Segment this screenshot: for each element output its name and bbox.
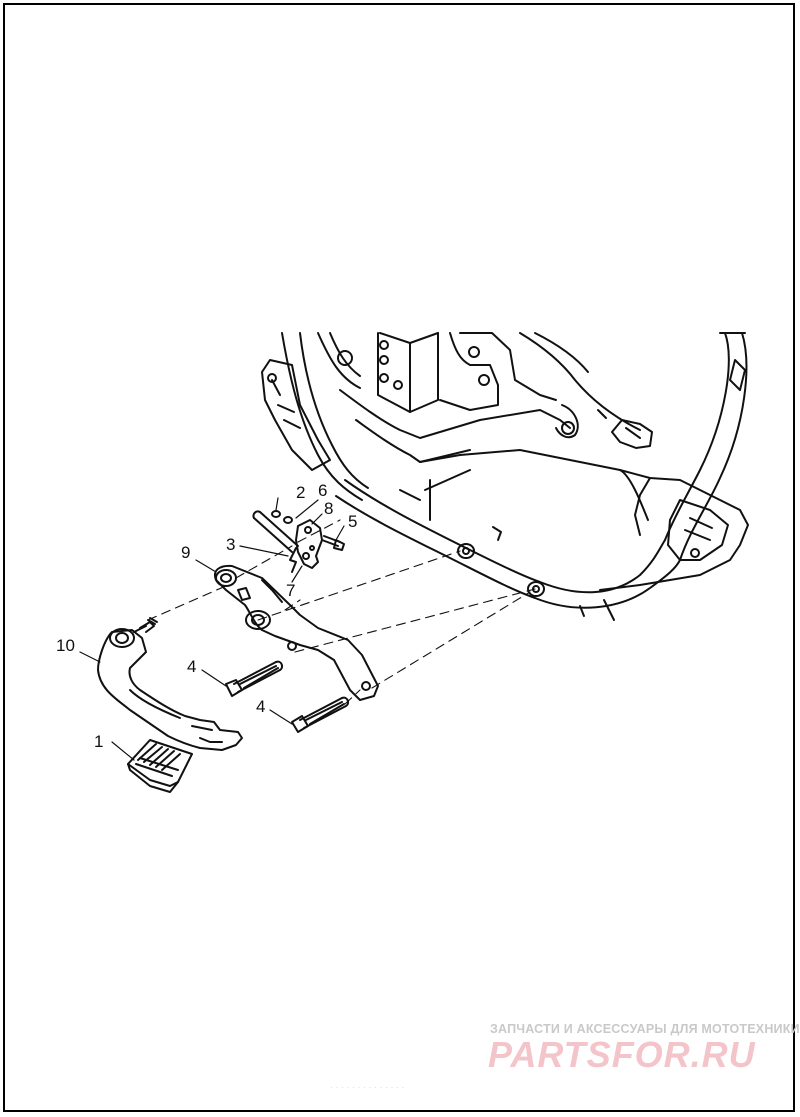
callout-1: 1 — [94, 732, 104, 751]
assembly-guide-lines — [147, 519, 536, 705]
watermark-caption: ЗАПЧАСТИ И АКСЕССУАРЫ ДЛЯ МОТОТЕХНИКИ — [490, 1022, 800, 1036]
callout-7: 7 — [286, 581, 296, 600]
brake-pedal — [97, 617, 243, 751]
motorcycle-frame — [261, 332, 749, 621]
linkage-assembly — [252, 510, 345, 573]
callout-4-lower: 4 — [256, 697, 266, 716]
pedal-pad — [127, 739, 193, 793]
callout-2: 2 — [296, 483, 306, 502]
bolt-lower — [291, 696, 350, 733]
leader-lines — [79, 497, 345, 761]
callout-8: 8 — [324, 499, 334, 518]
bolt-upper — [225, 660, 284, 697]
page-frame — [3, 3, 795, 1112]
callout-4-upper: 4 — [187, 657, 197, 676]
pedal-bracket — [214, 564, 379, 701]
callout-10: 10 — [56, 636, 75, 655]
callout-3: 3 — [226, 535, 236, 554]
callout-6: 6 — [318, 481, 328, 500]
watermark-logo: PARTSFOR.RU — [488, 1034, 756, 1075]
callout-5: 5 — [348, 512, 358, 531]
footer-text: · · · · · · · · · · · · · · — [330, 1082, 405, 1092]
callout-9: 9 — [181, 543, 191, 562]
